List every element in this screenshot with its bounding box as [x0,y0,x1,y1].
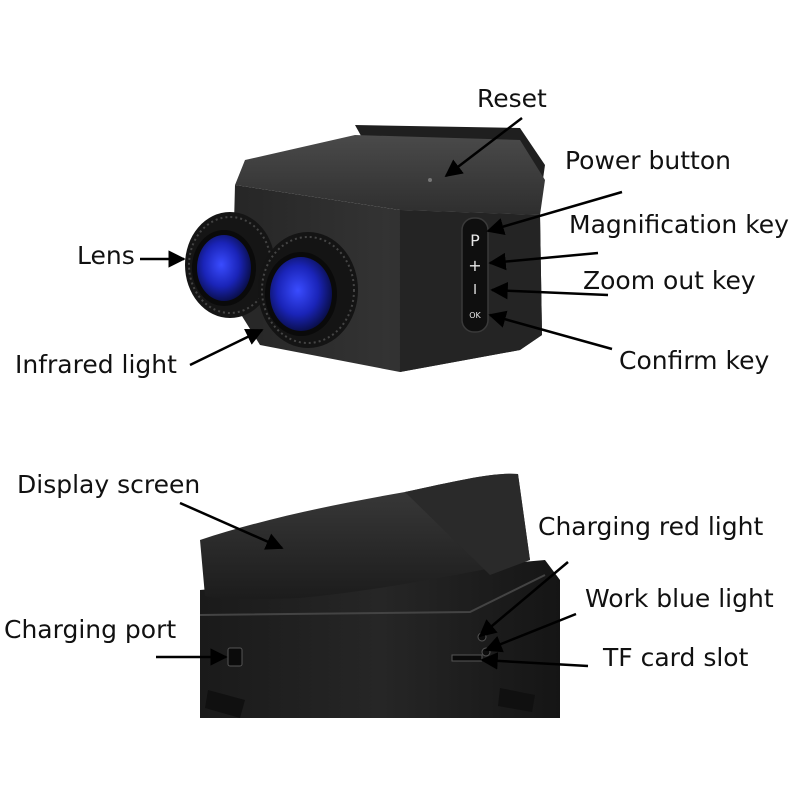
body-seam [199,574,546,616]
display-screen-label: Display screen [17,470,201,499]
charging-red-light-label: Charging red light [538,512,764,541]
reset-arrow [444,117,523,178]
magnification-key-arrow [488,251,599,271]
charging-port-slot [227,647,243,667]
bottom-device [156,473,589,718]
top-device: P + I OK [140,117,623,372]
lower-body [200,560,560,718]
display-screen-arrow [179,501,284,550]
work-blue-light-label: Work blue light [585,584,774,613]
lens-label: Lens [77,241,135,270]
infrared-light-barrel [258,232,358,348]
button-panel [461,217,489,333]
confirm-key-arrow [488,310,613,351]
work-blue-light-arrow [484,612,577,653]
power-button-arrow [486,190,623,236]
tf-card-slot-label: TF card slot [603,643,749,672]
charging-port-label: Charging port [4,615,177,644]
reset-pinhole [428,178,432,182]
zoom-out-key-label: Zoom out key [583,266,756,295]
device-top-surface [235,135,545,215]
magnification-key-label: Magnification key [569,210,789,239]
ok-key-glyph[interactable]: OK [469,311,481,320]
reset-label: Reset [477,84,547,113]
charging-red-light-arrow [478,561,569,638]
infrared-light-arrow [189,328,264,367]
left-strap-clip [205,690,245,718]
tf-card-slot-arrow [480,652,589,670]
display-hood-rim [405,473,530,575]
minus-key-glyph[interactable]: I [473,283,477,298]
zoom-out-key-arrow [490,281,609,300]
plus-key-glyph[interactable]: + [468,256,481,275]
tf-card-slot-opening [451,654,483,662]
power-button-label: Power button [565,146,731,175]
right-strap-clip [498,688,535,712]
power-key-glyph[interactable]: P [470,231,480,250]
infrared-light-label: Infrared light [15,350,177,379]
confirm-key-label: Confirm key [619,346,770,375]
